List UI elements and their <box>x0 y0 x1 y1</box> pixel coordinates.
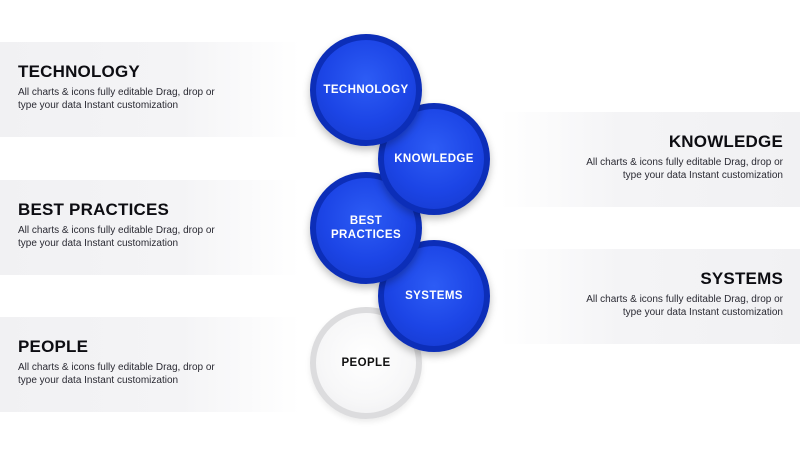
band-title: BEST PRACTICES <box>18 200 170 219</box>
band-description: All charts & icons fully editable Drag, … <box>18 225 215 249</box>
node-knowledge: KNOWLEDGE <box>378 103 490 215</box>
node-label: KNOWLEDGE <box>394 153 474 165</box>
node-best-practices: BEST PRACTICES <box>310 172 422 284</box>
right-band-knowledge: KNOWLEDGE All charts & icons fully edita… <box>500 112 800 207</box>
band-description: All charts & icons fully editable Drag, … <box>18 362 215 386</box>
right-band-systems: SYSTEMS All charts & icons fully editabl… <box>500 249 800 344</box>
node-label: SYSTEMS <box>405 290 463 302</box>
node-label: PEOPLE <box>341 357 391 369</box>
node-technology: TECHNOLOGY <box>310 34 422 146</box>
band-title: TECHNOLOGY <box>18 62 140 81</box>
band-description: All charts & icons fully editable Drag, … <box>586 294 783 318</box>
band-description: All charts & icons fully editable Drag, … <box>18 87 215 111</box>
band-description: All charts & icons fully editable Drag, … <box>586 157 783 181</box>
left-band-people: PEOPLE All charts & icons fully editable… <box>0 317 300 412</box>
band-title: SYSTEMS <box>700 269 783 288</box>
node-label: BEST PRACTICES <box>330 215 402 241</box>
band-title: PEOPLE <box>18 337 89 356</box>
left-band-best-practices: BEST PRACTICES All charts & icons fully … <box>0 180 300 275</box>
node-label: TECHNOLOGY <box>323 84 409 96</box>
left-band-technology: TECHNOLOGY All charts & icons fully edit… <box>0 42 300 137</box>
band-title: KNOWLEDGE <box>668 132 783 151</box>
